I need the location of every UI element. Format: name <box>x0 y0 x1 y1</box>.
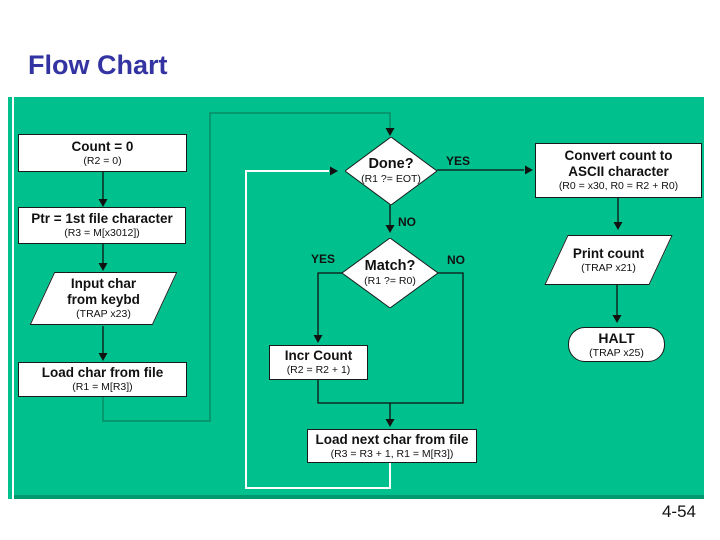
flowchart-node-halt: HALT (TRAP x25) <box>568 327 665 362</box>
node-sublabel: (R2 = R2 + 1) <box>286 364 351 377</box>
node-label-line2: from keybd <box>67 292 140 308</box>
flowchart-node-loadnext: Load next char from file (R3 = R3 + 1, R… <box>307 429 477 463</box>
node-sublabel: (TRAP x25) <box>589 346 644 359</box>
node-sublabel: (R1 ?= R0) <box>364 275 416 288</box>
node-label: Ptr = 1st file character <box>31 211 173 227</box>
node-sublabel: (TRAP x21) <box>581 261 636 274</box>
node-sublabel: (R3 = R3 + 1, R1 = M[R3]) <box>330 447 454 460</box>
flowchart-node-match: Match? (R1 ?= R0) <box>342 238 438 308</box>
flowchart-node-convert: Convert count to ASCII character (R0 = x… <box>535 143 702 198</box>
flowchart-node-loadchar: Load char from file (R1 = M[R3]) <box>18 362 187 397</box>
panel-left-edge-stripe <box>8 97 12 499</box>
page-number: 4-54 <box>661 502 696 521</box>
node-label: Done? <box>368 156 414 173</box>
flowchart-node-incr: Incr Count (R2 = R2 + 1) <box>269 345 368 380</box>
branch-label-done-yes: YES <box>446 154 471 168</box>
node-label-line2: ASCII character <box>568 164 669 180</box>
node-label: Input char <box>70 276 137 292</box>
flowchart-node-print: Print count (TRAP x21) <box>544 235 673 285</box>
node-label: Print count <box>572 245 645 261</box>
flowchart-node-done: Done? (R1 ?= EOT) <box>345 137 437 205</box>
node-sublabel: (R2 = 0) <box>83 154 122 167</box>
branch-label-match-no: NO <box>447 253 465 267</box>
branch-label-match-yes: YES <box>311 252 336 266</box>
node-sublabel: (R1 ?= EOT) <box>361 173 421 186</box>
flowchart-node-count: Count = 0 (R2 = 0) <box>18 134 187 172</box>
flowchart-node-input: Input char from keybd (TRAP x23) <box>29 272 178 325</box>
node-label: Load char from file <box>41 365 164 381</box>
node-label: Count = 0 <box>71 138 134 154</box>
diamond-shape <box>345 137 437 205</box>
diamond-shape <box>342 238 438 308</box>
node-sublabel: (R3 = M[x3012]) <box>64 227 140 240</box>
node-label: Incr Count <box>284 348 353 364</box>
node-sublabel: (TRAP x23) <box>76 308 131 321</box>
node-sublabel: (R0 = x30, R0 = R2 + R0) <box>558 180 679 193</box>
slide-title: Flow Chart <box>28 50 168 80</box>
node-label: Load next char from file <box>315 431 469 447</box>
node-label: Match? <box>364 258 416 275</box>
flowchart-node-ptr: Ptr = 1st file character (R3 = M[x3012]) <box>18 207 186 244</box>
node-sublabel: (R1 = M[R3]) <box>72 381 133 394</box>
node-label: Convert count to <box>564 148 673 164</box>
branch-label-done-no: NO <box>398 215 416 229</box>
node-label: HALT <box>598 330 635 347</box>
